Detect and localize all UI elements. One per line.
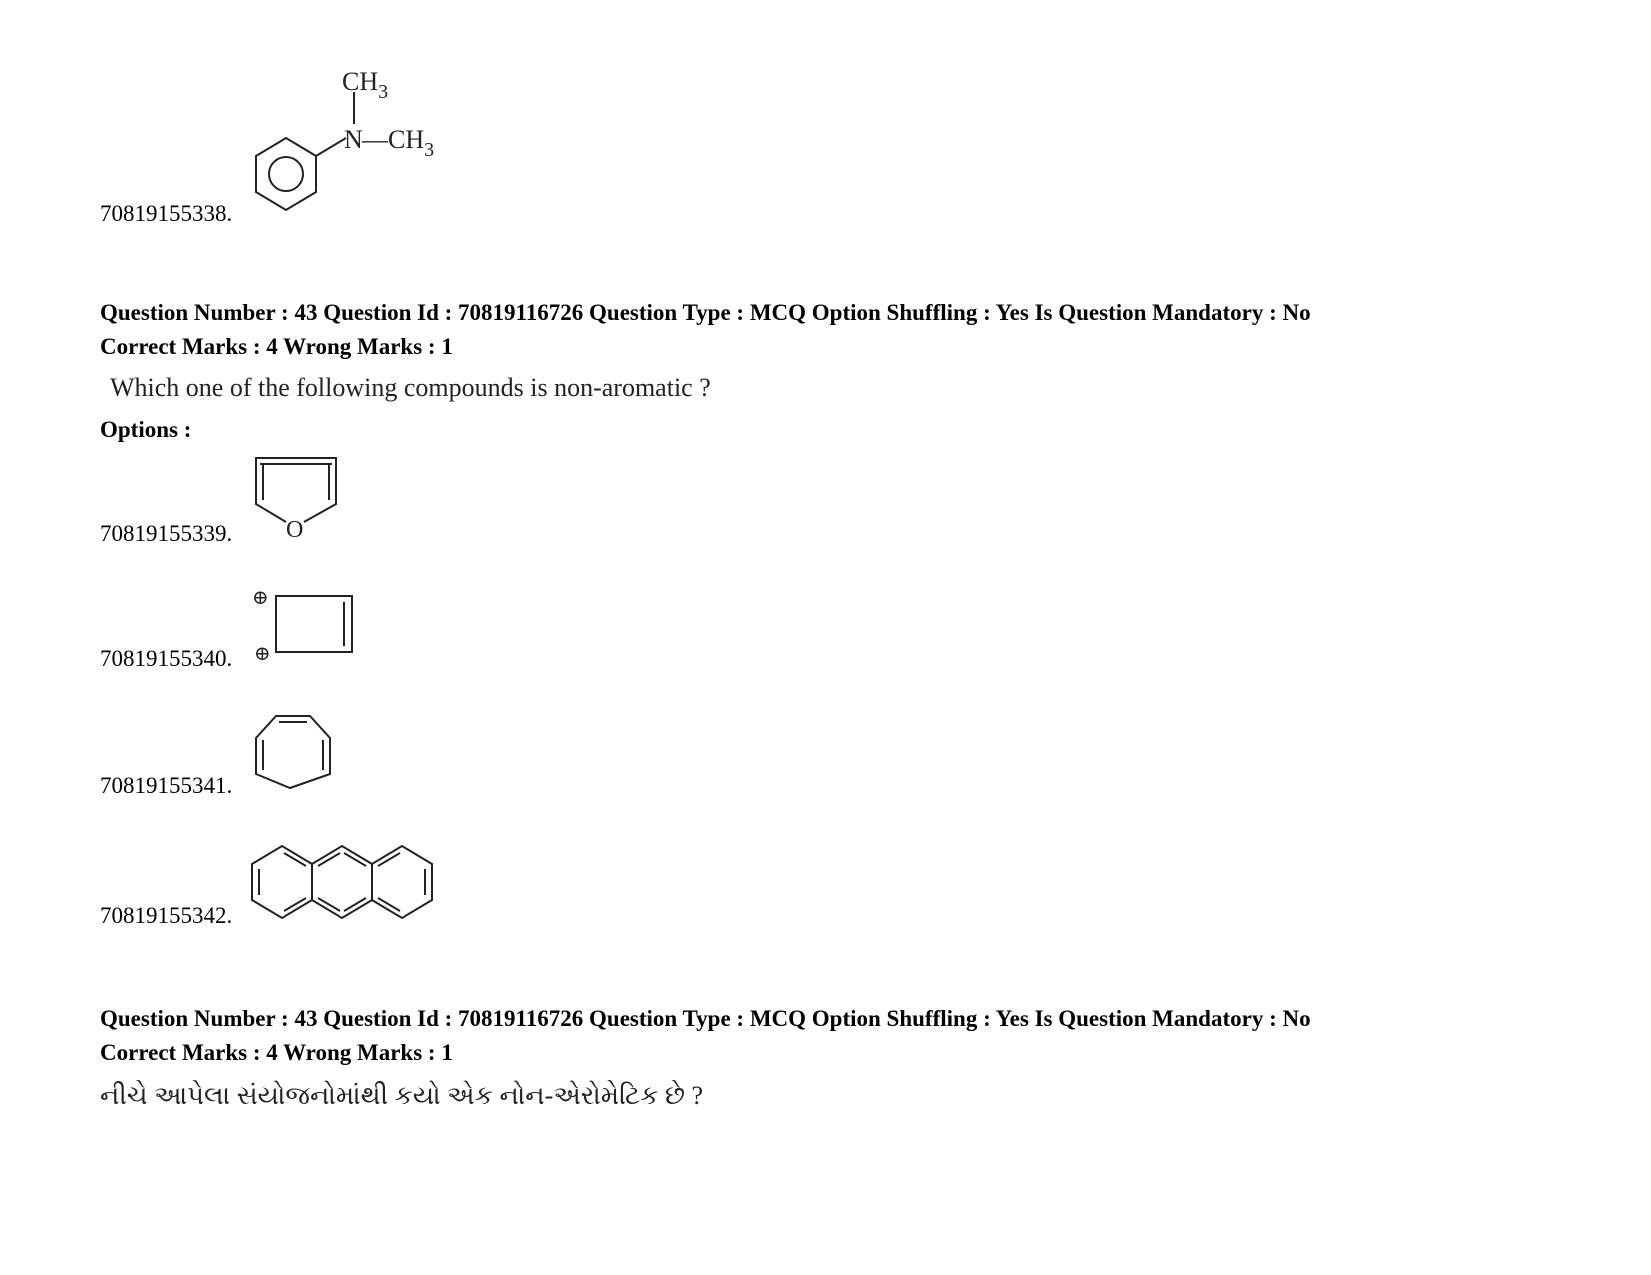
dimethylaniline-structure-icon: CH3 N —CH3 (255, 67, 434, 212)
positive-charge-top: ⊕ (252, 587, 269, 609)
option-id-70819155340: 70819155340. (100, 646, 233, 671)
cyclobutene-dication-icon: ⊕ ⊕ (252, 587, 353, 665)
anthracene-icon (251, 844, 433, 920)
option-id-70819155342: 70819155342. (100, 903, 233, 928)
option-id-70819155338: 70819155338. (100, 201, 233, 226)
nitrogen-label: N (344, 125, 363, 154)
question-header-en: Question Number : 43 Question Id : 70819… (100, 296, 1540, 364)
question-marks: Correct Marks : 4 Wrong Marks : 1 (100, 334, 453, 359)
question-marks: Correct Marks : 4 Wrong Marks : 1 (100, 1040, 453, 1065)
oxygen-label: O (286, 517, 303, 543)
furan-icon: O (255, 457, 337, 543)
question-meta: Question Number : 43 Question Id : 70819… (100, 300, 1311, 325)
question-header-gu: Question Number : 43 Question Id : 70819… (100, 1002, 1540, 1070)
question-text-gu: નીચે આપેલા સંયોજનોમાંથી કયો એક નોન-એરોમે… (100, 1081, 704, 1110)
ch3-top-label: CH3 (342, 67, 388, 103)
question-text-en: Which one of the following compounds is … (110, 373, 711, 402)
ch3-right-label: —CH3 (361, 125, 434, 161)
question-meta: Question Number : 43 Question Id : 70819… (100, 1006, 1311, 1031)
options-label: Options : (100, 417, 192, 442)
option-id-70819155339: 70819155339. (100, 521, 233, 546)
cycloheptatriene-icon (255, 715, 331, 790)
option-id-70819155341: 70819155341. (100, 773, 233, 798)
positive-charge-bottom: ⊕ (254, 643, 271, 665)
